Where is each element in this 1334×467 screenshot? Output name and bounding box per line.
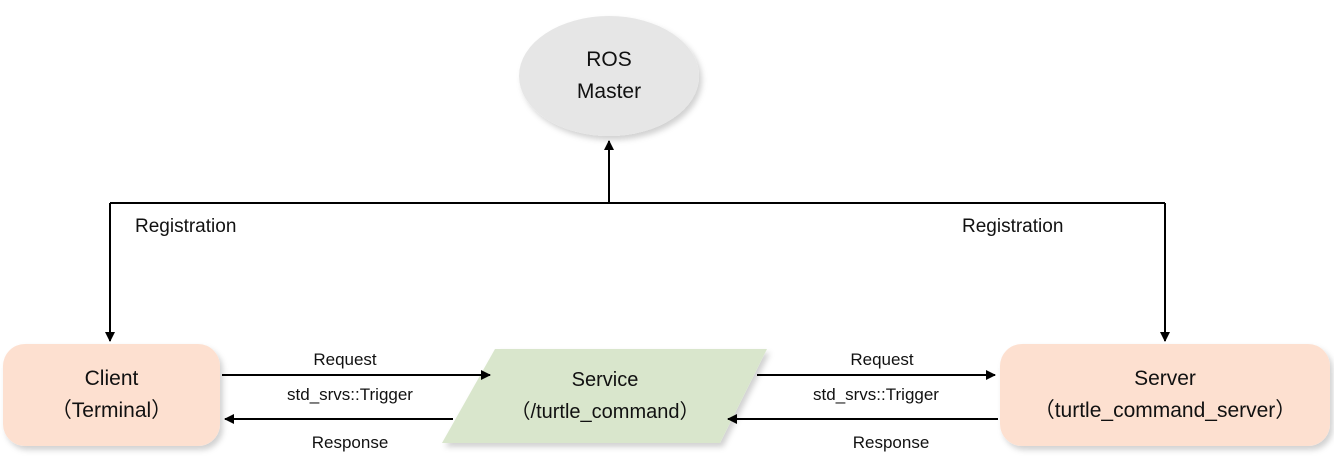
ros-master-label-line1: ROS <box>586 48 632 71</box>
left-type-label: std_srvs::Trigger <box>287 385 413 404</box>
server-label-line2: （turtle_command_server） <box>1033 399 1297 422</box>
client-label-line2: （Terminal） <box>50 399 173 422</box>
service-node-shape <box>442 349 767 443</box>
right-type-label: std_srvs::Trigger <box>813 385 939 404</box>
service-node: Service （/turtle_command） <box>470 349 740 443</box>
registration-left-label: Registration <box>135 216 237 237</box>
ros-master-node: ROS Master <box>519 16 699 136</box>
server-node: Server （turtle_command_server） <box>1000 344 1330 446</box>
service-label-line1: Service <box>571 369 639 391</box>
right-request-label: Request <box>850 350 914 369</box>
registration-right-label: Registration <box>962 216 1064 237</box>
client-node-shape <box>3 344 220 446</box>
ros-master-label-line2: Master <box>576 80 642 103</box>
left-response-label: Response <box>311 433 389 452</box>
server-label-line1: Server <box>1134 367 1196 390</box>
client-node: Client （Terminal） <box>3 344 220 446</box>
right-response-label: Response <box>852 433 930 452</box>
service-label-line2: （/turtle_command） <box>510 401 700 423</box>
server-node-shape <box>1000 344 1330 446</box>
ros-master-node-shape <box>519 16 699 136</box>
left-request-label: Request <box>313 350 377 369</box>
client-label-line1: Client <box>84 367 139 390</box>
